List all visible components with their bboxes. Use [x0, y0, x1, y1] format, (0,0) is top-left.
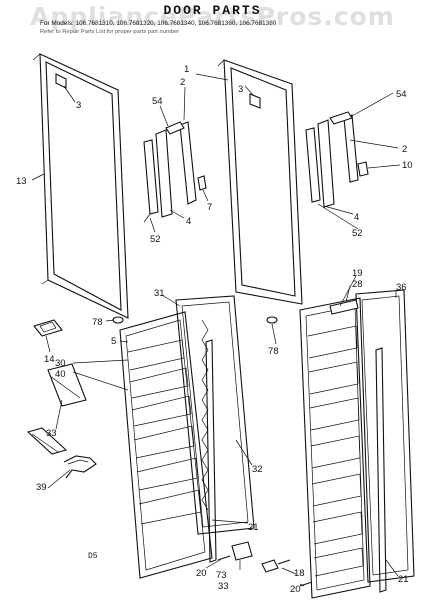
left-door-gasket	[175, 295, 255, 535]
callout-3-left: 3	[76, 100, 81, 111]
callout-52-right: 52	[352, 228, 363, 239]
callout-28: 28	[352, 279, 363, 290]
left-door-frame	[32, 53, 129, 319]
shelf-bar-40	[47, 363, 87, 407]
callout-2-right: 2	[402, 144, 407, 155]
right-door-bars	[305, 111, 369, 208]
callout-20-right: 20	[290, 584, 301, 595]
screw-20-right	[299, 581, 313, 587]
callout-13: 13	[16, 176, 27, 187]
callout-2-left: 2	[180, 77, 185, 88]
callout-4-left: 4	[186, 216, 191, 227]
callout-33-bottom: 33	[218, 581, 229, 592]
right-door-frame	[217, 59, 303, 305]
callout-33-left: 33	[46, 428, 57, 439]
callout-36: 36	[396, 282, 407, 293]
bracket-33	[63, 455, 97, 479]
left-door-bars	[143, 121, 207, 223]
page-title: DOOR PARTS	[163, 3, 262, 18]
callout-5: 5	[111, 336, 116, 347]
handle-trim-39	[26, 427, 68, 455]
callout-10: 10	[402, 160, 413, 171]
callout-3-right: 3	[238, 84, 243, 95]
callout-54-right: 54	[396, 89, 407, 100]
callout-labels: 3 13 54 2 7 4 52 1 3 54 2 10 4 52 31 78 …	[16, 64, 413, 595]
callout-14: 14	[44, 354, 55, 365]
latch-73	[231, 541, 253, 561]
left-door-liner	[119, 311, 213, 579]
callout-20-left: 20	[196, 568, 207, 579]
callout-4-right: 4	[354, 212, 359, 223]
figure-code: D5	[88, 552, 98, 561]
callout-31: 31	[154, 288, 165, 299]
hinge-cup-14	[33, 319, 63, 337]
right-top-cap	[329, 299, 359, 315]
callout-19: 19	[352, 268, 363, 279]
callout-78-right: 78	[268, 346, 279, 357]
reference-note: Refer to Repair Parts List for proper pa…	[40, 29, 180, 35]
callout-40: 40	[55, 369, 66, 380]
callout-32: 32	[252, 464, 263, 475]
door-stop-78-left	[112, 316, 124, 324]
callout-21-left: 21	[248, 522, 259, 533]
left-edge-strip	[205, 339, 217, 563]
callout-54-left: 54	[152, 96, 163, 107]
callout-73: 73	[216, 570, 227, 581]
door-stop-78-right	[266, 316, 278, 324]
fastener-18	[261, 559, 291, 573]
right-edge-strip	[375, 347, 387, 593]
right-door-liner	[299, 297, 371, 599]
callout-30: 30	[55, 358, 66, 369]
callout-18: 18	[294, 568, 305, 579]
callout-39: 39	[36, 482, 47, 493]
callout-1: 1	[184, 64, 189, 75]
callout-7: 7	[207, 202, 212, 213]
callout-52-left: 52	[150, 234, 161, 245]
model-list: For Models: 106.7681310, 106.7681320, 10…	[40, 20, 277, 27]
callout-78-left: 78	[92, 317, 103, 328]
screw-20-left	[217, 555, 231, 561]
right-door-gasket	[355, 289, 415, 583]
leader-lines	[31, 73, 401, 587]
callout-21-right: 21	[398, 574, 409, 585]
